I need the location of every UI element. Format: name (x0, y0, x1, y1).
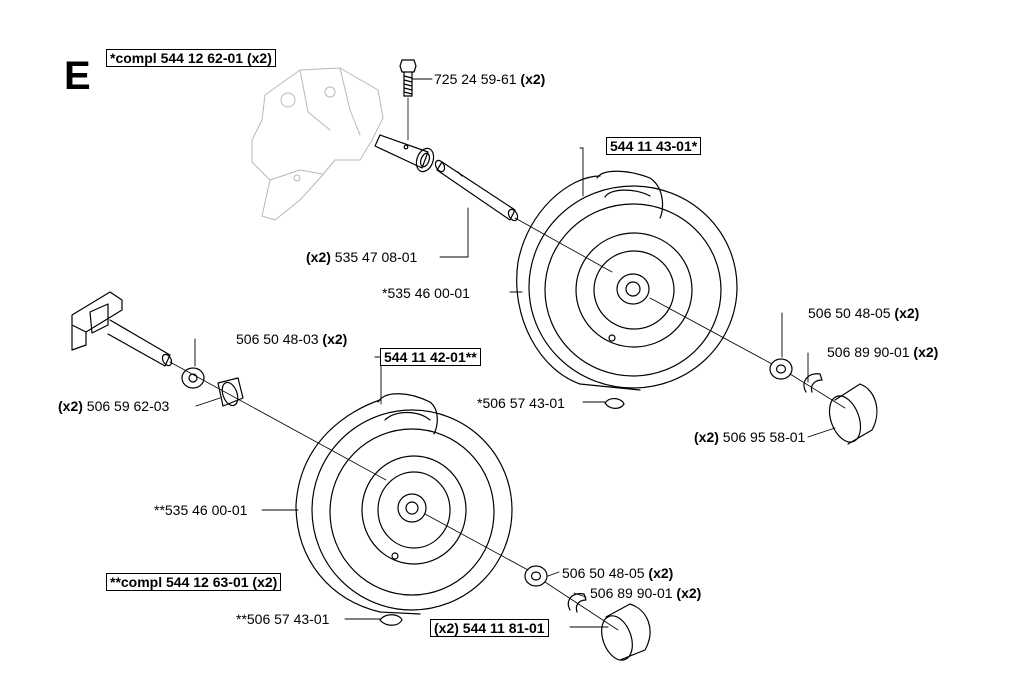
axle-part (434, 159, 519, 222)
axle-part-label: (x2) 535 47 08-01 (306, 249, 417, 265)
wheel-assembly-label-2: 544 11 42-01** (380, 348, 481, 366)
bottom-right-hardware (379, 565, 651, 661)
quantity: (x2) (694, 429, 719, 445)
valve-label-1: *506 57 43-01 (477, 395, 565, 411)
washer-bottom-right-label: 506 50 48-05 (x2) (562, 565, 673, 581)
quantity: (x2) (520, 71, 546, 87)
washer-top-right-label: 506 50 48-05 (x2) (808, 305, 919, 321)
clip-bottom-right-label: 506 89 90-01 (x2) (590, 585, 701, 601)
part-number: 506 95 58-01 (722, 429, 806, 445)
cap-bottom-label: (x2) 544 11 81-01 (430, 619, 549, 637)
axis-lines (169, 217, 846, 631)
bolt-part (399, 59, 417, 141)
part-number: 535 47 08-01 (334, 249, 418, 265)
bolt-part-label: 725 24 59-61 (x2) (434, 71, 545, 87)
part-number: 506 59 62-03 (86, 398, 170, 414)
clip-top-right-label: 506 89 90-01 (x2) (827, 344, 938, 360)
tire-label-1: *535 46 00-01 (382, 285, 470, 301)
mower-frame-outline (251, 67, 384, 221)
valve-label-2: **506 57 43-01 (236, 611, 330, 627)
quantity: (x2) (306, 249, 331, 265)
quantity: (x2) (894, 305, 920, 321)
left-washer-bushing (181, 367, 244, 407)
cap-top-label: (x2) 506 95 58-01 (694, 429, 805, 445)
part-number: 725 24 59-61 (434, 71, 517, 87)
bottom-wheel-part (295, 393, 513, 615)
section-letter: E (64, 54, 91, 98)
tire-label-2: **535 46 00-01 (154, 502, 248, 518)
quantity: (x2) (648, 565, 674, 581)
part-number: 506 89 90-01 (827, 344, 910, 360)
quantity: (x2) (322, 331, 348, 347)
bracket-part (71, 291, 173, 367)
quantity: (x2) (58, 398, 83, 414)
complete-assembly-label-1: *compl 544 12 62-01 (x2) (106, 49, 276, 67)
part-number: 506 89 90-01 (590, 585, 673, 601)
part-number: 506 50 48-05 (808, 305, 891, 321)
leader-lines (194, 78, 836, 628)
washer-left-label: 506 50 48-03 (x2) (236, 331, 347, 347)
quantity: (x2) (676, 585, 702, 601)
part-number: 506 50 48-03 (236, 331, 319, 347)
quantity: (x2) (913, 344, 939, 360)
bushing-part-label: (x2) 506 59 62-03 (58, 398, 169, 414)
pivot-tube-part (374, 134, 435, 173)
wheel-assembly-label-1: 544 11 43-01* (606, 137, 702, 155)
part-number: 506 50 48-05 (562, 565, 645, 581)
top-wheel-part (516, 170, 738, 391)
complete-assembly-label-2: **compl 544 12 63-01 (x2) (106, 573, 282, 591)
